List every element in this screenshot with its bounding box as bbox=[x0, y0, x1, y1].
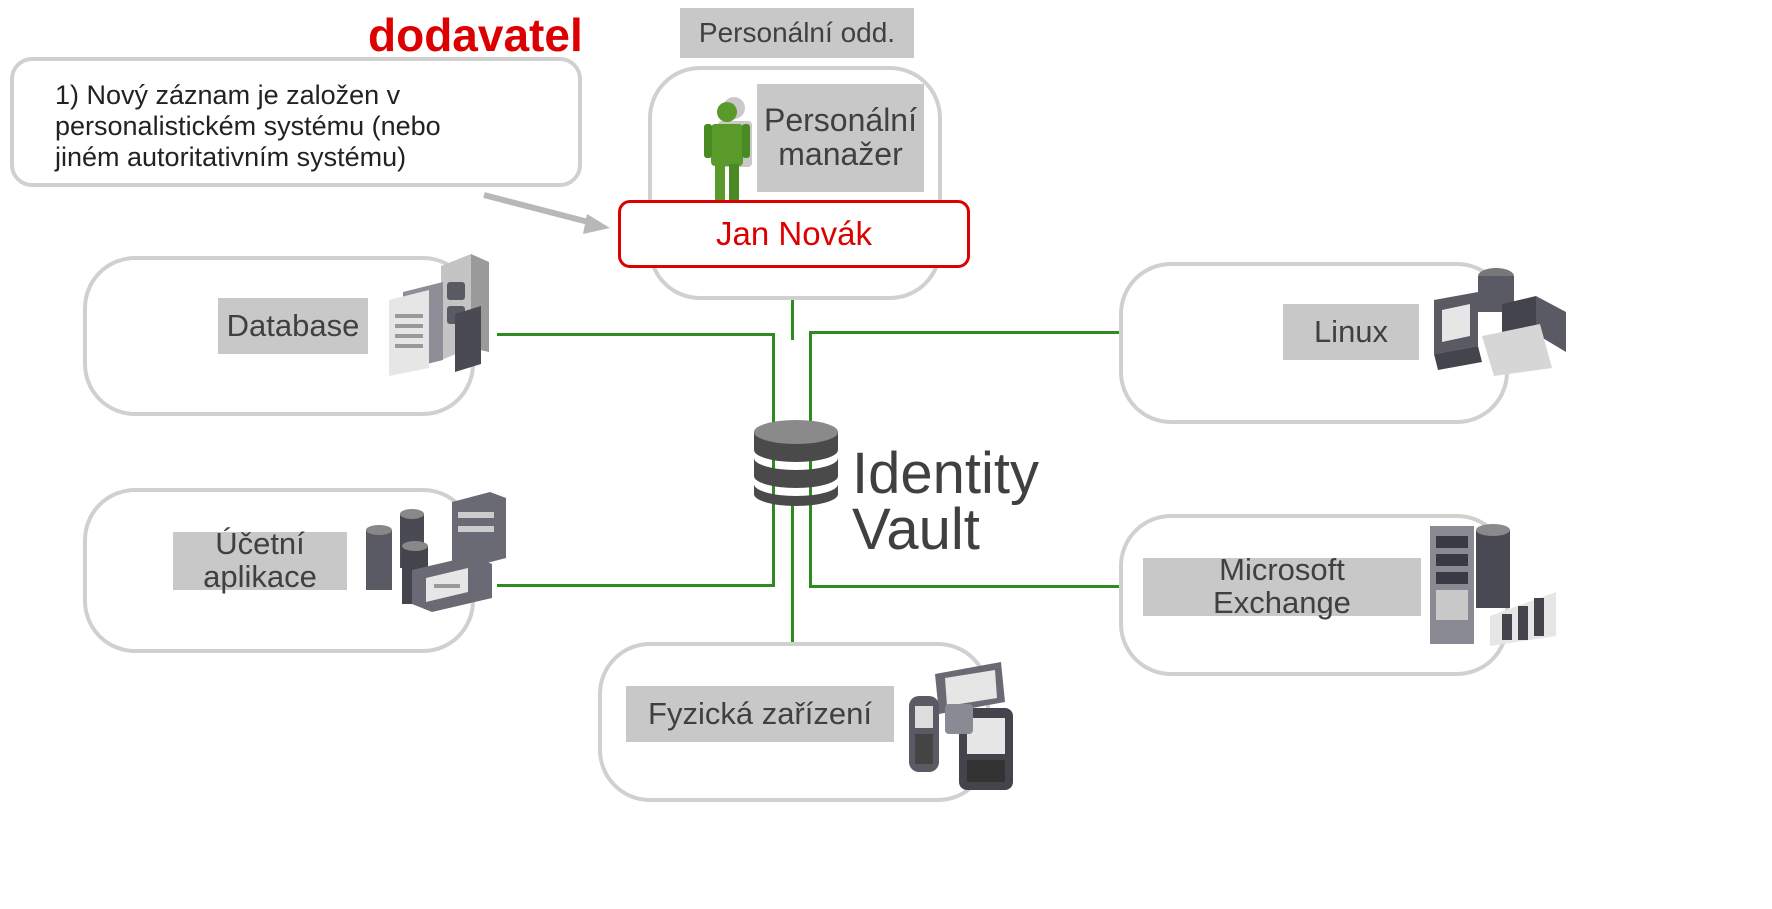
callout-text: 1) Nový záznam je založen v personalisti… bbox=[55, 80, 441, 173]
devices-label: Fyzická zařízení bbox=[626, 686, 894, 742]
connector-trunk-top bbox=[791, 300, 794, 340]
database-label: Database bbox=[218, 298, 368, 354]
connector-linux bbox=[809, 331, 1119, 334]
database-icon[interactable] bbox=[750, 418, 842, 508]
identity-vault-line-1: Identity bbox=[852, 441, 1039, 506]
person-icon bbox=[704, 97, 752, 200]
server-document-icon bbox=[389, 254, 489, 376]
mobile-devices-icon bbox=[909, 662, 1013, 790]
connector-accounting bbox=[497, 584, 775, 587]
accounting-line-1: Účetní bbox=[215, 526, 305, 562]
exchange-line-2: Exchange bbox=[1213, 585, 1351, 620]
connector-trunk-bottom bbox=[791, 505, 794, 642]
callout-line-3: jiném autoritativním systému) bbox=[55, 142, 407, 172]
exchange-line-1: Microsoft bbox=[1219, 552, 1345, 588]
computer-icon bbox=[1434, 268, 1566, 376]
connector-exchange bbox=[809, 585, 1119, 588]
callout-line-2: personalistickém systému (nebo bbox=[55, 111, 441, 141]
hr-department-tag: Personální odd. bbox=[680, 8, 914, 58]
employee-name: Jan Novák bbox=[716, 215, 872, 252]
linux-label: Linux bbox=[1283, 304, 1419, 360]
database-server-icon bbox=[366, 492, 506, 612]
employee-record[interactable]: Jan Novák bbox=[618, 200, 970, 268]
hr-manager-line-2: manažer bbox=[778, 136, 903, 172]
callout-note bbox=[10, 57, 582, 187]
hr-manager-line-1: Personální bbox=[764, 102, 917, 139]
page-heading: dodavatel bbox=[368, 9, 583, 61]
identity-vault-line-2: Vault bbox=[852, 497, 980, 562]
server-rack-icon bbox=[1430, 524, 1556, 646]
exchange-label: Microsoft Exchange bbox=[1143, 554, 1421, 619]
accounting-line-2: aplikace bbox=[203, 559, 317, 594]
identity-vault-label: Identity Vault bbox=[852, 441, 1039, 562]
accounting-label: Účetní aplikace bbox=[173, 528, 347, 593]
callout-line-1: 1) Nový záznam je založen v bbox=[55, 80, 401, 110]
connector-database bbox=[497, 333, 775, 336]
hr-manager-label: Personální manažer bbox=[757, 84, 924, 192]
